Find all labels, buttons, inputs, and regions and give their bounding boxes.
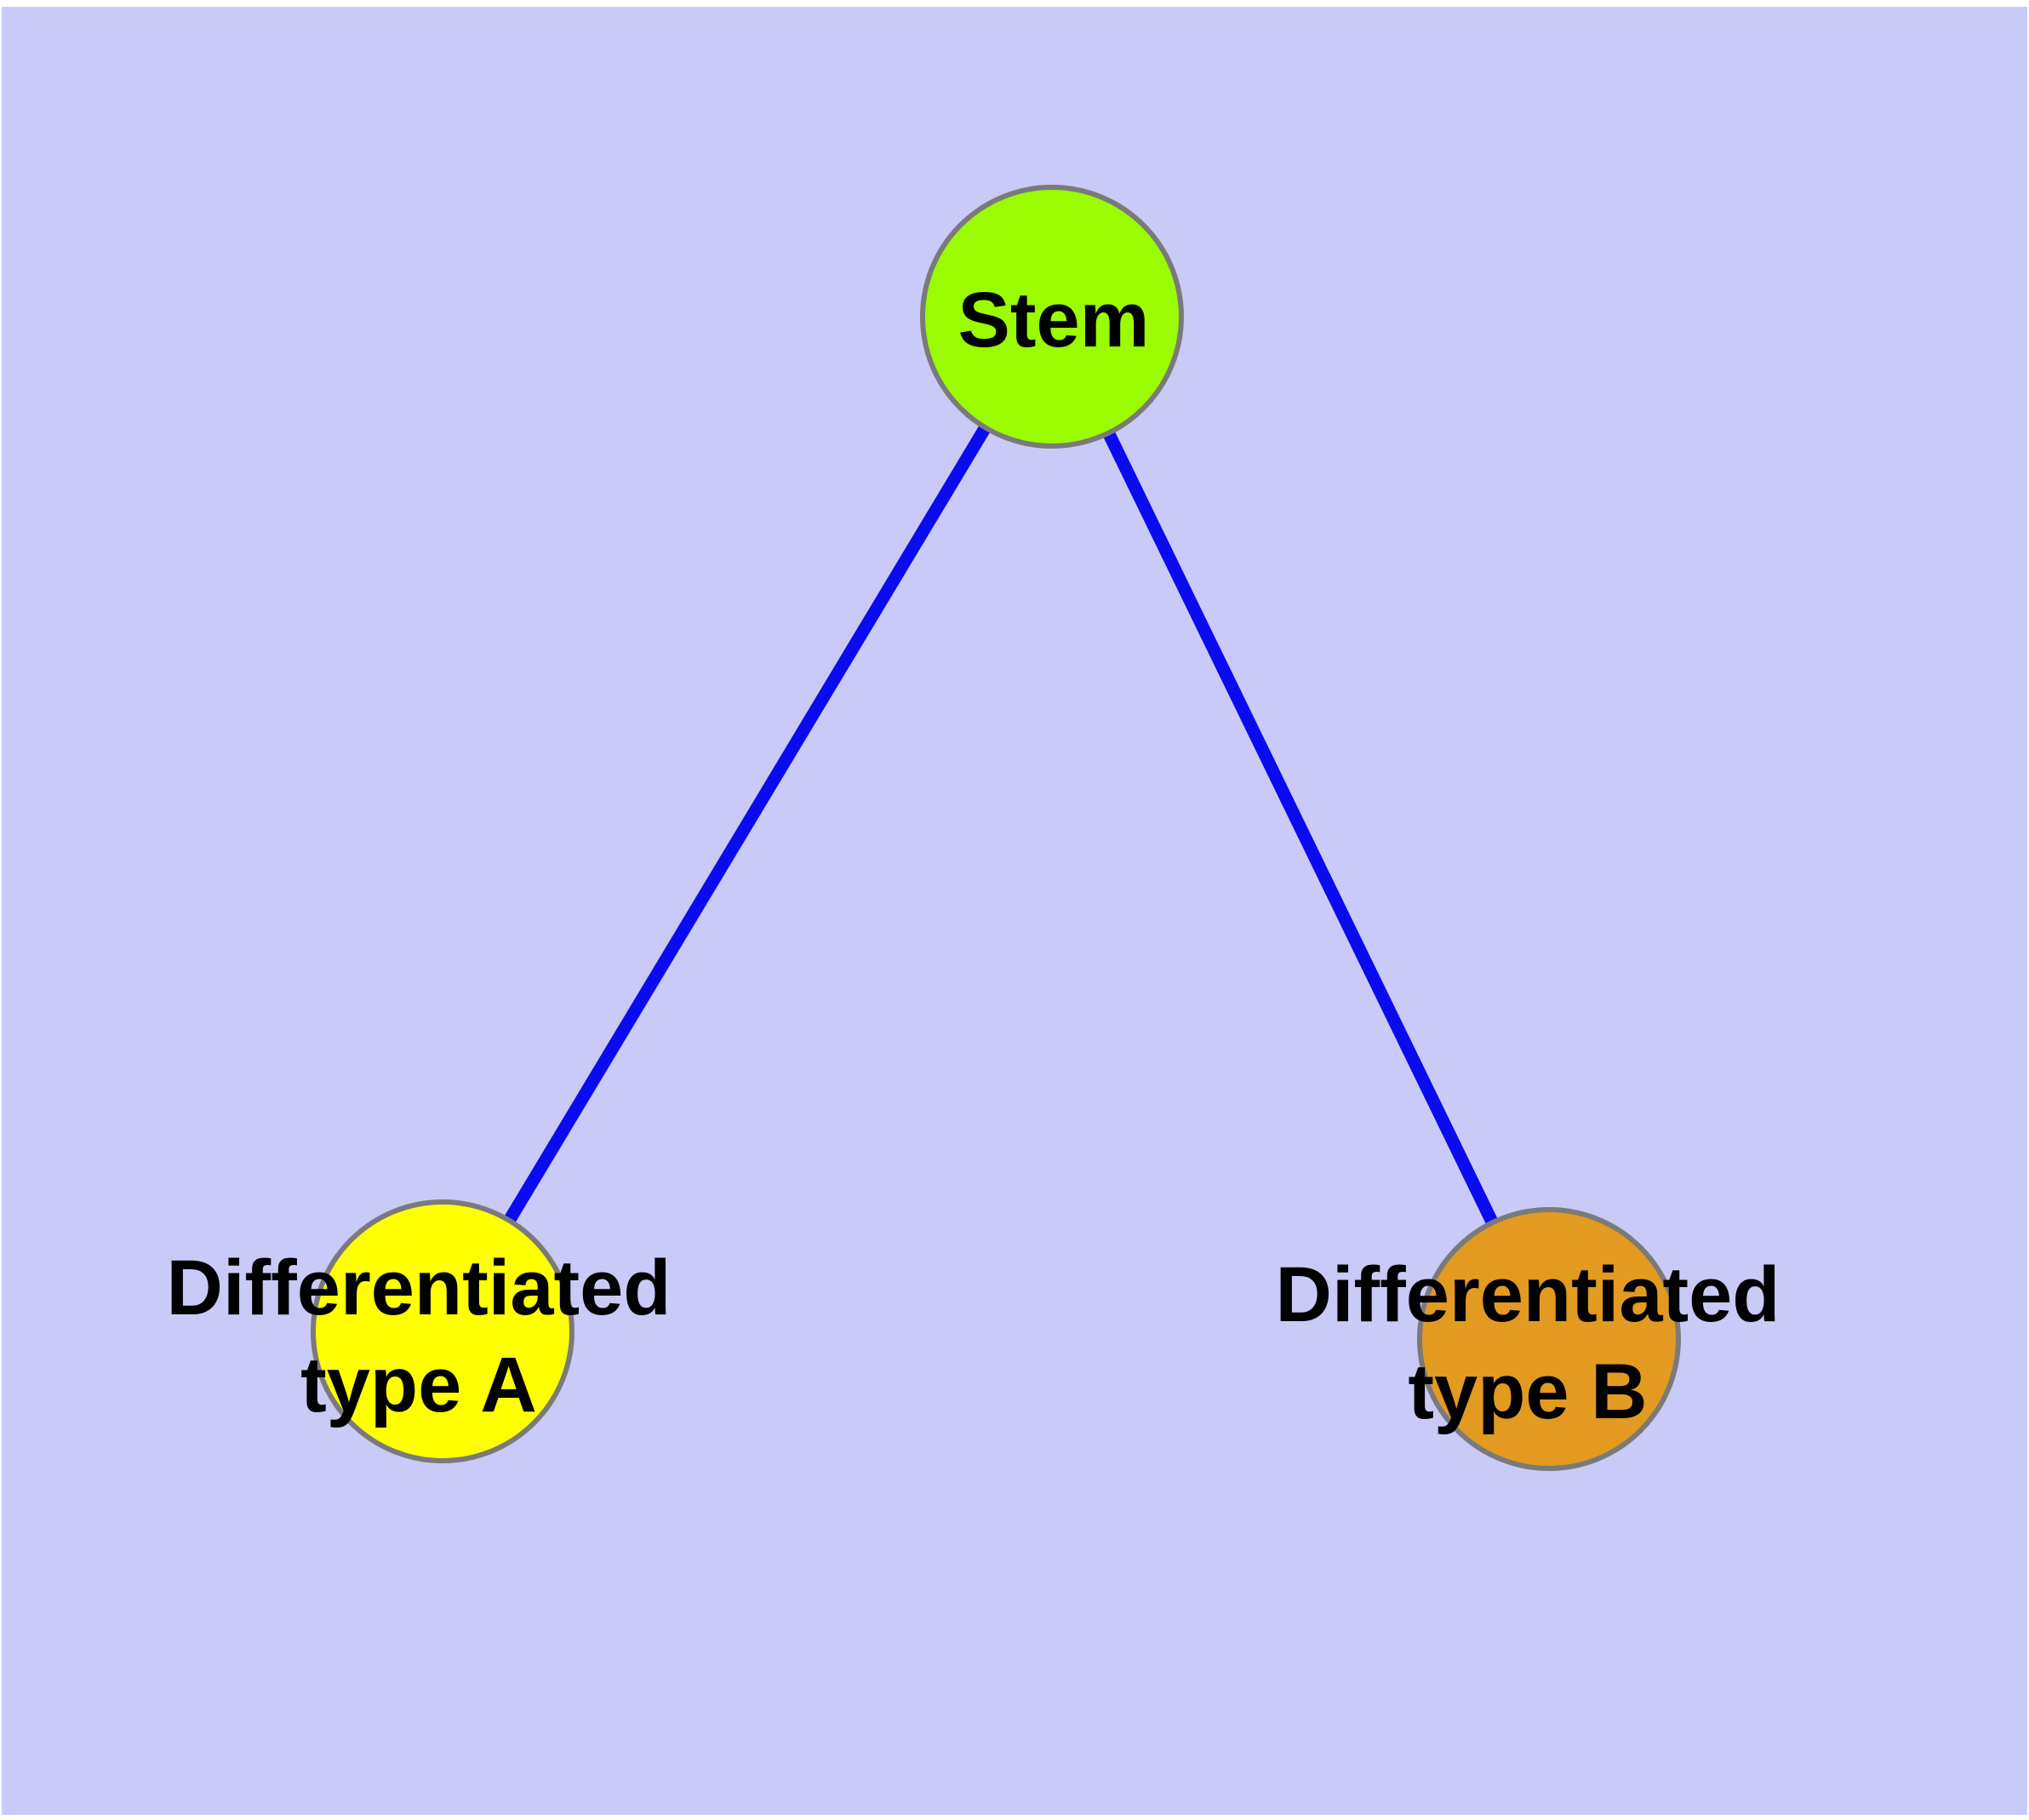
node-stem [920,185,1184,449]
node-differentiated-type-b [1417,1207,1681,1471]
node-differentiated-type-a-label: Differentiated type A [166,1245,672,1428]
node-stem-label: Stem [957,277,1150,363]
edge-stem-to-type-b [1046,313,1555,1342]
node-differentiated-type-b-label: Differentiated type B [1275,1251,1780,1435]
node-differentiated-type-a [311,1199,574,1463]
edge-stem-to-type-a [437,313,1058,1335]
